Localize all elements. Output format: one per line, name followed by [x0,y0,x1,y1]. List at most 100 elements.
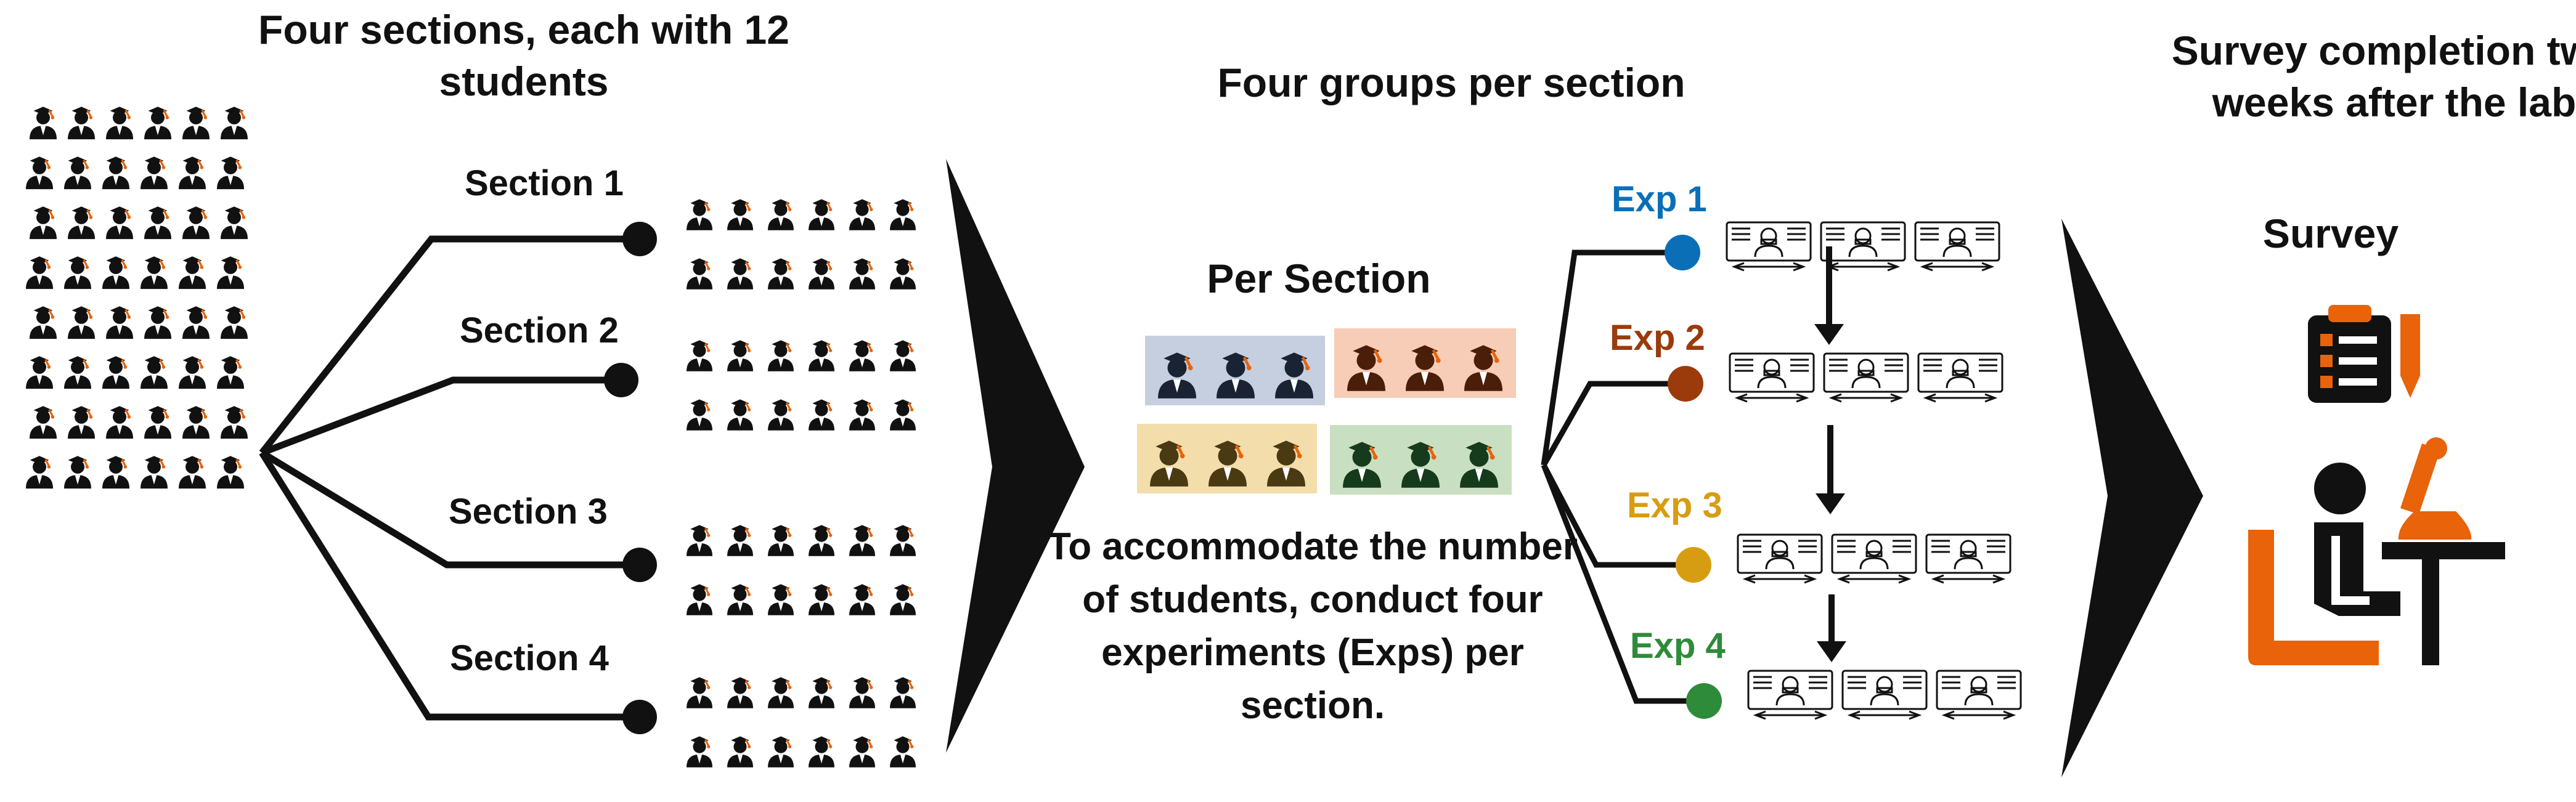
crowd-student-icon [179,356,206,389]
crowd-student-icon [64,256,91,290]
lab-station-icon [1729,352,1815,403]
section-label-3: Section 3 [449,492,608,532]
crowd-student-icon [68,107,95,140]
exp-label-1: Exp 1 [1612,179,1707,219]
exp-label-4: Exp 4 [1630,626,1726,666]
section-student-icon [849,258,875,290]
section-branch-line-2 [261,376,621,456]
lab-station-icon [1823,352,1909,403]
group-student-icon [1406,345,1444,391]
section-students-3 [687,525,916,615]
crowd-student-icon [221,406,248,439]
crowd-student-icon [182,406,210,439]
exp-node-2 [1668,366,1703,402]
section-student-icon [890,677,916,708]
section-label-1: Section 1 [465,163,624,203]
crowd-student-icon [68,206,95,240]
section-student-icon [727,525,753,556]
section-students-2 [687,340,916,431]
group-student-icon [1209,440,1247,487]
crowd-student-icon [217,356,244,389]
group-students-3 [1150,440,1305,487]
group-student-icon [1460,442,1498,488]
crowd-student-icon [26,456,53,489]
crowd-student-icon [141,156,168,190]
section-label-4: Section 4 [450,638,609,678]
section-student-icon [727,340,753,371]
crowd-student-icon [144,306,171,339]
survey-label: Survey [2262,211,2399,256]
section-branch-line-1 [259,235,640,455]
section-student-icon [727,399,753,431]
section-student-icon [768,199,794,230]
group-students-1 [1158,352,1313,399]
exp-branch-line-2 [1541,381,1685,467]
section-student-icon [849,399,875,431]
crowd-student-icon [141,356,168,389]
crowd-student-icon [144,206,171,240]
lab-station-icon [1747,670,1833,720]
exp-label-3: Exp 3 [1627,485,1722,525]
exp-branch-line-1 [1541,249,1682,466]
student-crowd [26,107,248,489]
crowd-student-icon [221,306,248,339]
section-student-icon [849,525,875,556]
exp-node-4 [1686,683,1722,719]
crowd-student-icon [64,356,91,389]
exp-node-1 [1665,235,1700,270]
crowd-student-icon [144,107,171,140]
exp-branch-line-3 [1541,463,1694,568]
section-student-icon [809,399,834,431]
section-student-icon [809,584,834,615]
section-student-icon [768,340,794,371]
lab-station-icon [1726,221,1812,272]
section-student-icon [687,584,712,615]
crowd-student-icon [26,256,53,290]
section-student-icon [849,199,875,230]
section-student-icon [768,525,794,556]
group-student-icon [1464,345,1502,391]
section-node-1 [622,222,657,256]
student-at-microscope-icon [2248,437,2505,665]
crowd-student-icon [30,107,57,140]
flow-chevron-1 [946,159,1085,753]
lab-station-icon [1925,533,2011,584]
crowd-student-icon [179,256,206,290]
section-student-icon [890,736,916,768]
crowd-student-icon [30,206,57,240]
exp-node-3 [1676,547,1711,583]
section-student-icon [687,677,712,708]
section-student-icon [809,677,834,708]
crowd-student-icon [182,306,210,339]
crowd-student-icon [26,156,53,190]
group-student-icon [1267,440,1305,487]
crowd-student-icon [102,156,129,190]
crowd-student-icon [141,456,168,489]
crowd-student-icon [106,406,133,439]
section-student-icon [768,399,794,431]
section-student-icon [687,340,712,371]
crowd-student-icon [144,406,171,439]
section-branch-line-4 [259,451,640,721]
section-student-icon [809,736,834,768]
lab-station-icon [1737,533,1823,584]
section-student-icon [687,258,712,290]
section-node-2 [604,363,638,397]
section-student-icon [890,399,916,431]
section-student-icon [727,199,753,230]
crowd-student-icon [102,456,129,489]
per-section-note: To accommodate the number of students, c… [1047,525,1578,727]
section-node-4 [622,700,657,734]
crowd-student-icon [141,256,168,290]
exp-stations-2 [1729,352,2003,403]
section-student-icon [727,736,753,768]
exp-branch-line-4 [1541,464,1704,704]
heading-sections: Four sections, each with 12 students [258,7,789,104]
section-student-icon [849,736,875,768]
section-students-4 [687,677,916,768]
crowd-student-icon [217,256,244,290]
crowd-student-icon [64,156,91,190]
group-student-icon [1401,442,1440,488]
crowd-student-icon [179,456,206,489]
